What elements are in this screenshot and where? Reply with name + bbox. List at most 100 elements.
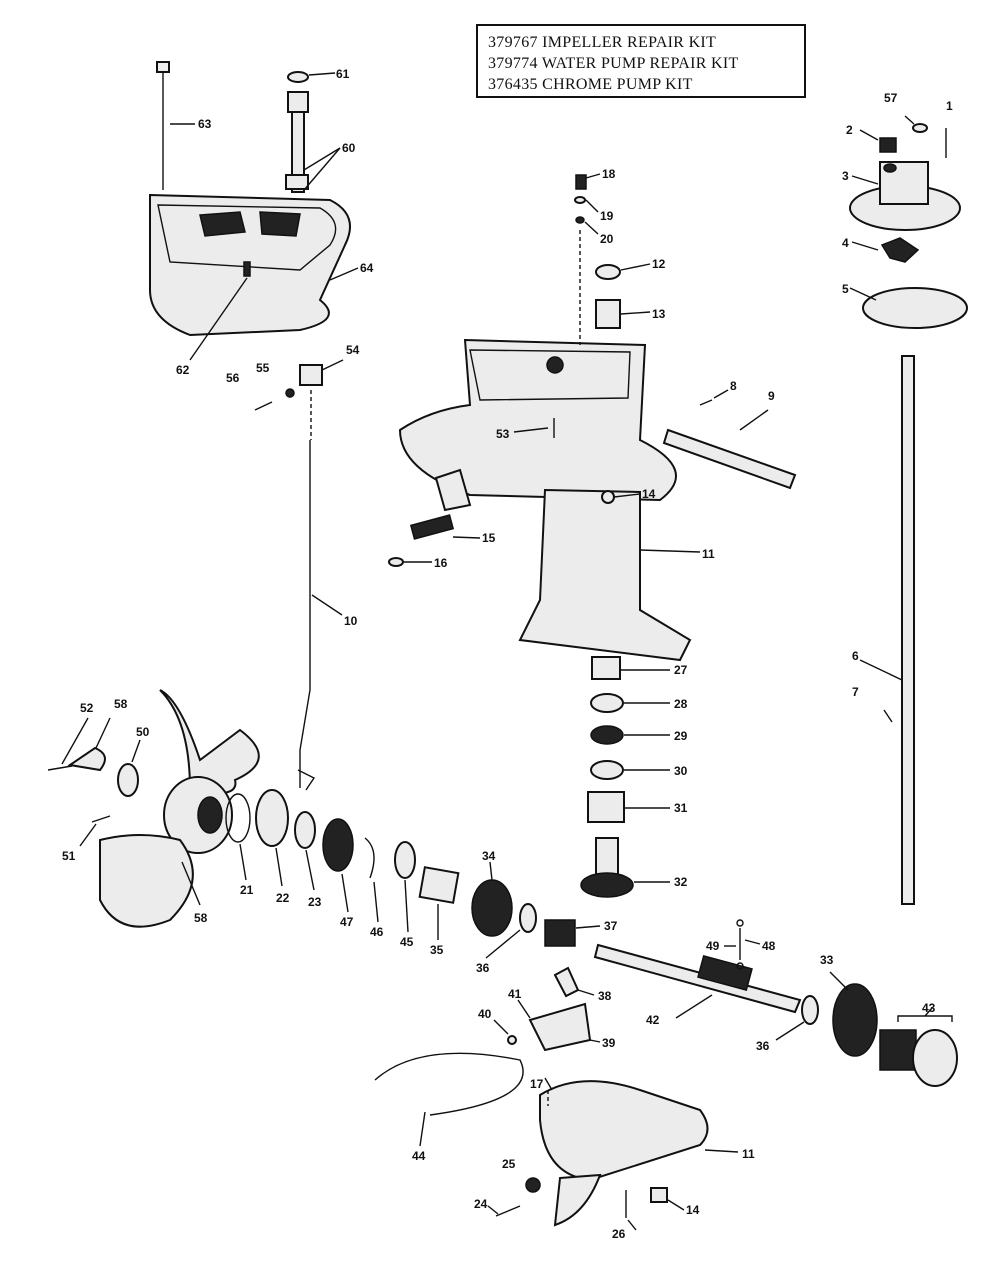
callout-11-upper: 11 <box>702 547 715 561</box>
seal-12 <box>595 263 651 280</box>
washer-61 <box>287 71 336 83</box>
plate-5 <box>849 287 968 329</box>
gear-housing-11 <box>398 338 701 662</box>
callout-14-upper: 14 <box>642 487 656 501</box>
kit-name: IMPELLER REPAIR KIT <box>542 34 717 51</box>
callout-37: 37 <box>604 919 618 933</box>
fitting-14-bottom <box>650 1187 685 1211</box>
kit-item: 376435 CHROME PUMP KIT <box>488 74 794 95</box>
housing-22 <box>255 789 289 887</box>
bushing-35 <box>418 866 460 940</box>
washer-20 <box>575 216 599 235</box>
washer-25 <box>525 1177 541 1193</box>
callout-49: 49 <box>706 939 720 953</box>
callout-33: 33 <box>820 953 834 967</box>
callout-6: 6 <box>852 649 859 663</box>
pin-7 <box>883 709 893 723</box>
callout-17: 17 <box>530 1077 544 1091</box>
screw-55 <box>285 388 295 398</box>
pump-housing-3 <box>849 161 961 231</box>
spring-48 <box>736 919 761 970</box>
callout-36-right: 36 <box>756 1039 770 1053</box>
callout-23: 23 <box>308 895 322 909</box>
callout-9: 9 <box>768 389 775 403</box>
lever-38 <box>553 966 595 998</box>
washer-57 <box>904 115 928 133</box>
propeller-shaft-42 <box>593 943 802 1019</box>
arm-9 <box>662 409 797 490</box>
connector-54 <box>299 359 344 386</box>
callout-12: 12 <box>652 257 666 271</box>
screw-26 <box>625 1190 637 1231</box>
spring-15 <box>409 514 481 540</box>
drive-shaft-6 <box>859 355 915 905</box>
pin-17 <box>544 1077 553 1091</box>
callout-34: 34 <box>482 849 496 863</box>
callout-25: 25 <box>502 1157 516 1171</box>
kit-name: CHROME PUMP KIT <box>542 76 693 93</box>
pinion-32 <box>580 837 670 898</box>
callout-11-lower: 11 <box>742 1147 755 1161</box>
callout-4: 4 <box>842 236 849 250</box>
callout-13: 13 <box>652 307 666 321</box>
callout-27: 27 <box>674 663 688 677</box>
callout-18: 18 <box>602 167 616 181</box>
callout-10: 10 <box>344 614 358 628</box>
washer-19 <box>574 196 599 213</box>
bearing-43 <box>879 1007 958 1087</box>
ring-46 <box>364 837 379 923</box>
callout-20: 20 <box>600 232 614 246</box>
washer-36-right <box>775 995 819 1041</box>
callout-21: 21 <box>240 883 254 897</box>
kit-name: WATER PUMP REPAIR KIT <box>541 55 739 72</box>
gear-34 <box>471 861 513 937</box>
water-tube-60 <box>285 91 341 193</box>
kit-item: 379774 WATER PUMP REPAIR KIT <box>488 53 794 74</box>
callout-55: 55 <box>256 361 270 375</box>
bearing-47 <box>322 818 354 913</box>
callout-45: 45 <box>400 935 414 949</box>
plug-18 <box>575 173 601 190</box>
callout-7: 7 <box>852 685 859 699</box>
callout-14-lower: 14 <box>686 1203 700 1217</box>
callout-63: 63 <box>198 117 212 131</box>
callout-30: 30 <box>674 764 688 778</box>
screw-8 <box>699 389 729 406</box>
lower-housing-11 <box>539 1080 739 1227</box>
callout-8: 8 <box>730 379 737 393</box>
callout-57: 57 <box>884 91 898 105</box>
callout-53: 53 <box>496 427 510 441</box>
impeller-4 <box>851 237 920 263</box>
callout-32: 32 <box>674 875 688 889</box>
callout-15: 15 <box>482 531 496 545</box>
bearing-27 <box>591 656 670 680</box>
exhaust-housing-64 <box>149 193 359 361</box>
gear-33 <box>829 971 878 1057</box>
kit-item: 379767 IMPELLER REPAIR KIT <box>488 32 794 53</box>
cap-16 <box>388 557 432 567</box>
callout-58-nut: 58 <box>114 697 128 711</box>
nut-58 <box>67 717 111 772</box>
callout-40: 40 <box>478 1007 492 1021</box>
screw-24 <box>487 1205 521 1217</box>
callout-64: 64 <box>360 261 374 275</box>
pin-40 <box>493 1019 517 1045</box>
callout-19: 19 <box>600 209 614 223</box>
bearing-31 <box>587 791 670 823</box>
kit-number: 379774 <box>488 55 538 72</box>
lever-39 <box>528 1002 601 1052</box>
grommet-2 <box>859 129 897 153</box>
callout-50: 50 <box>136 725 150 739</box>
pin-51 <box>79 815 111 847</box>
callout-3: 3 <box>842 169 849 183</box>
callout-61: 61 <box>336 67 350 81</box>
callout-36-left: 36 <box>476 961 490 975</box>
callout-41: 41 <box>508 987 522 1001</box>
callout-60: 60 <box>342 141 356 155</box>
clutch-37 <box>544 919 601 947</box>
ring-21 <box>225 793 251 881</box>
callout-47: 47 <box>340 915 354 929</box>
callout-51: 51 <box>62 849 76 863</box>
